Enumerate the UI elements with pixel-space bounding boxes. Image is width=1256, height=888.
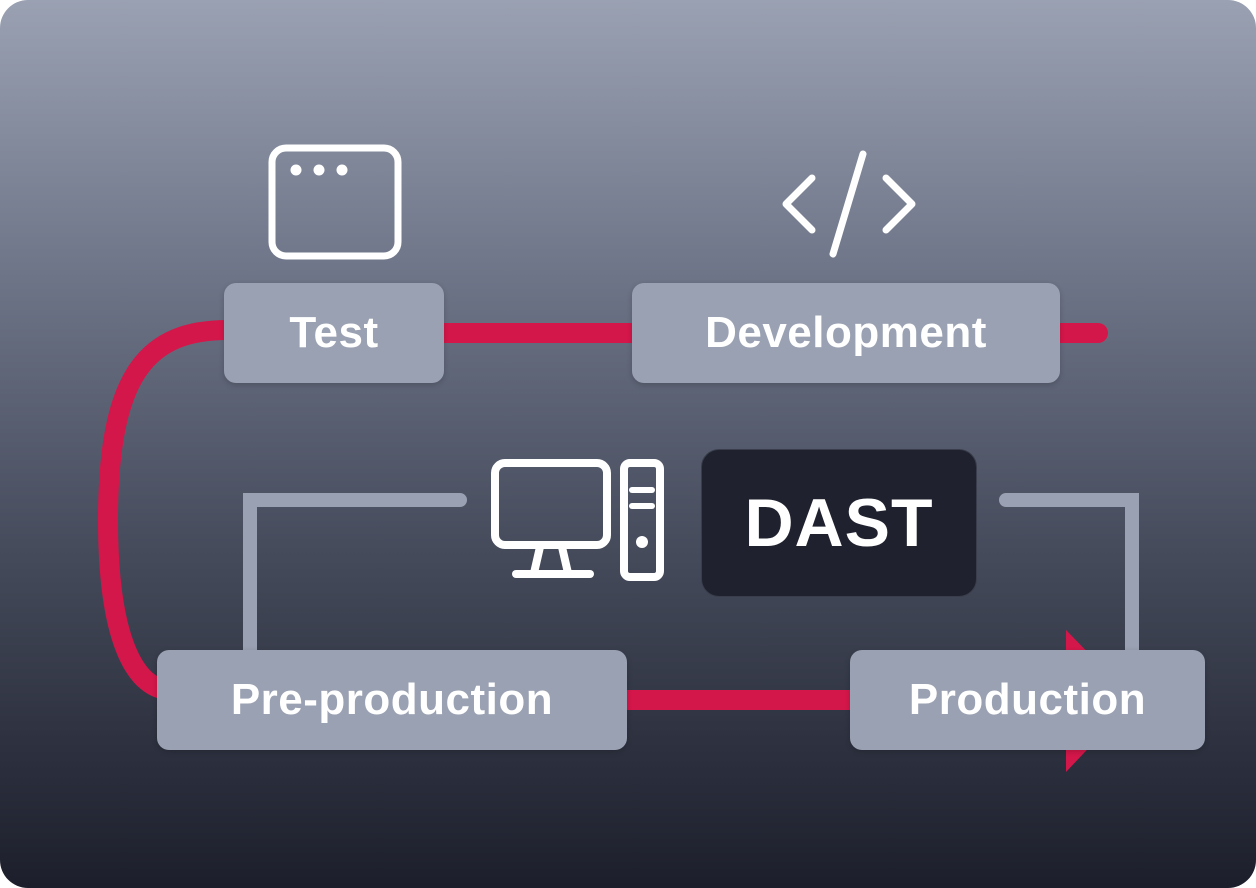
desktop-computer-icon — [491, 459, 664, 581]
gray-bracket-right — [999, 493, 1139, 667]
stage-pre-production: Pre-production — [157, 650, 627, 750]
gray-bracket-left — [243, 493, 467, 667]
code-brackets-icon — [782, 150, 916, 258]
dast-label: DAST — [744, 485, 934, 561]
dast-box: DAST — [701, 449, 977, 597]
stage-production: Production — [850, 650, 1205, 750]
browser-window-icon — [268, 144, 402, 260]
stage-development-label: Development — [705, 308, 987, 357]
red-loop-connector — [97, 320, 238, 700]
stage-production-label: Production — [908, 675, 1147, 724]
stage-test-label: Test — [289, 308, 379, 357]
stage-development: Development — [632, 283, 1060, 383]
stage-test: Test — [224, 283, 444, 383]
stage-pre-production-label: Pre-production — [230, 675, 554, 724]
